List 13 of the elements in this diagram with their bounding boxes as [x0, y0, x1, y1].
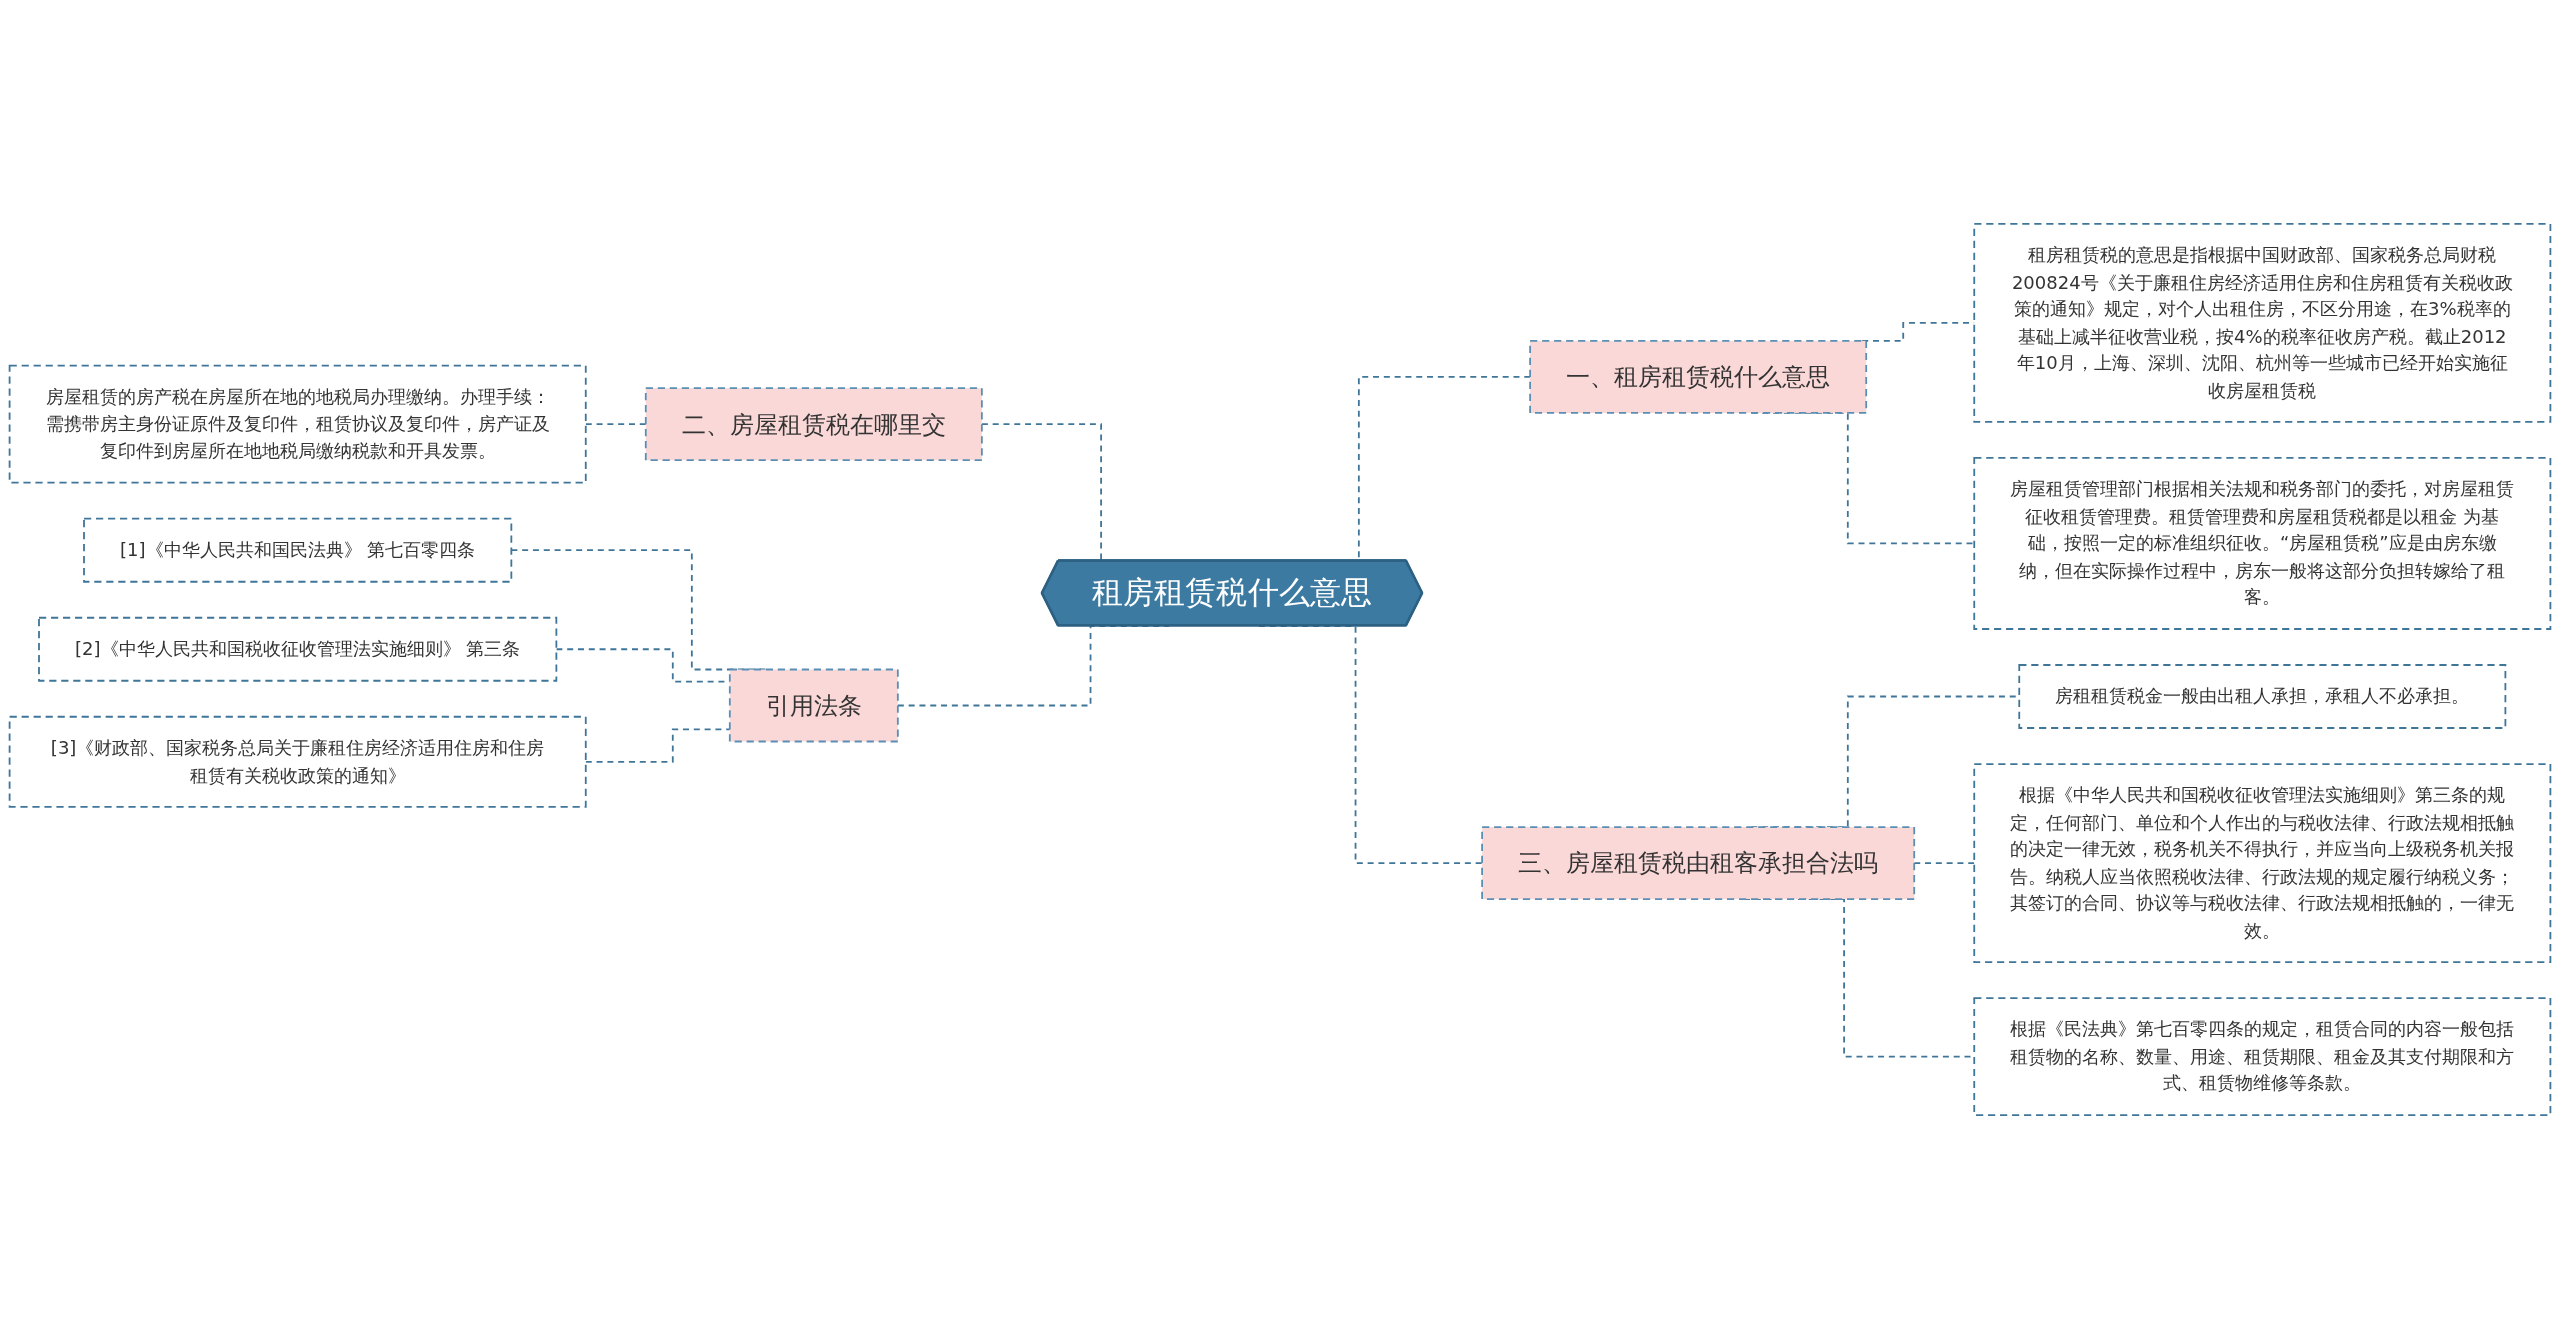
node-box: 根据《民法典》第七百零四条的规定，租赁合同的内容一般包括租赁物的名称、数量、用途、租赁期限、租金及其支付期限和方式、租赁物维修等条款。	[1973, 997, 2552, 1116]
node-box: 引用法条	[728, 668, 899, 743]
node-box: 三、房屋租赁税由租客承担合法吗	[1481, 826, 1916, 900]
node-box: 房屋租赁的房产税在房屋所在地的地税局办理缴纳。办理手续：需携带房主身份证原件及复印件，租赁协议及复印件，房产证及复印件到房屋所在地地税局缴纳税款和开具发票。	[8, 364, 587, 484]
node-box: 根据《中华人民共和国税收征收管理法实施细则》第三条的规定，任何部门、单位和个人作出的与税收法律、行政法规相抵触的决定一律无效，税务机关不得执行，并应当向上级税务机关报告。纳税人应当依照税收法律、行政法规的规定履行纳税义务；其签订的合同、协议等与税收法律、行政法规相抵触的，一律无效。	[1973, 763, 2552, 963]
node-box: 房租租赁税金一般由出租人承担，承租人不必承担。	[2018, 664, 2507, 729]
node-box: 一、租房租赁税什么意思	[1529, 340, 1868, 414]
node-box: [3]《财政部、国家税务总局关于廉租住房经济适用住房和住房租赁有关税收政策的通知》	[8, 715, 587, 808]
node-box: [1]《中华人民共和国民法典》 第七百零四条	[83, 517, 513, 583]
node-box: 租房租赁税的意思是指根据中国财政部、国家税务总局财税200824号《关于廉租住房经济适用住房和住房租赁有关税收政策的通知》规定，对个人出租住房，不区分用途，在3%税率的基础上减半征收营业税，按4%的税率征收房产税。截止2012年10月，上海、深圳、沈阳、杭州等一些城市已经开始实施征收房屋租赁税	[1973, 223, 2552, 423]
node-box: 二、房屋租赁税在哪里交	[644, 387, 983, 462]
node-box: 房屋租赁管理部门根据相关法规和税务部门的委托，对房屋租赁征收租赁管理费。租赁管理费和房屋租赁税都是以租金 为基础，按照一定的标准组织征收。“房屋租赁税”应是由房东缴纳，但在实际操作过程中，房东一般将这部分负担转嫁给了租客。	[1973, 457, 2552, 630]
node-box: [2]《中华人民共和国税收征收管理法实施细则》 第三条	[38, 616, 558, 682]
